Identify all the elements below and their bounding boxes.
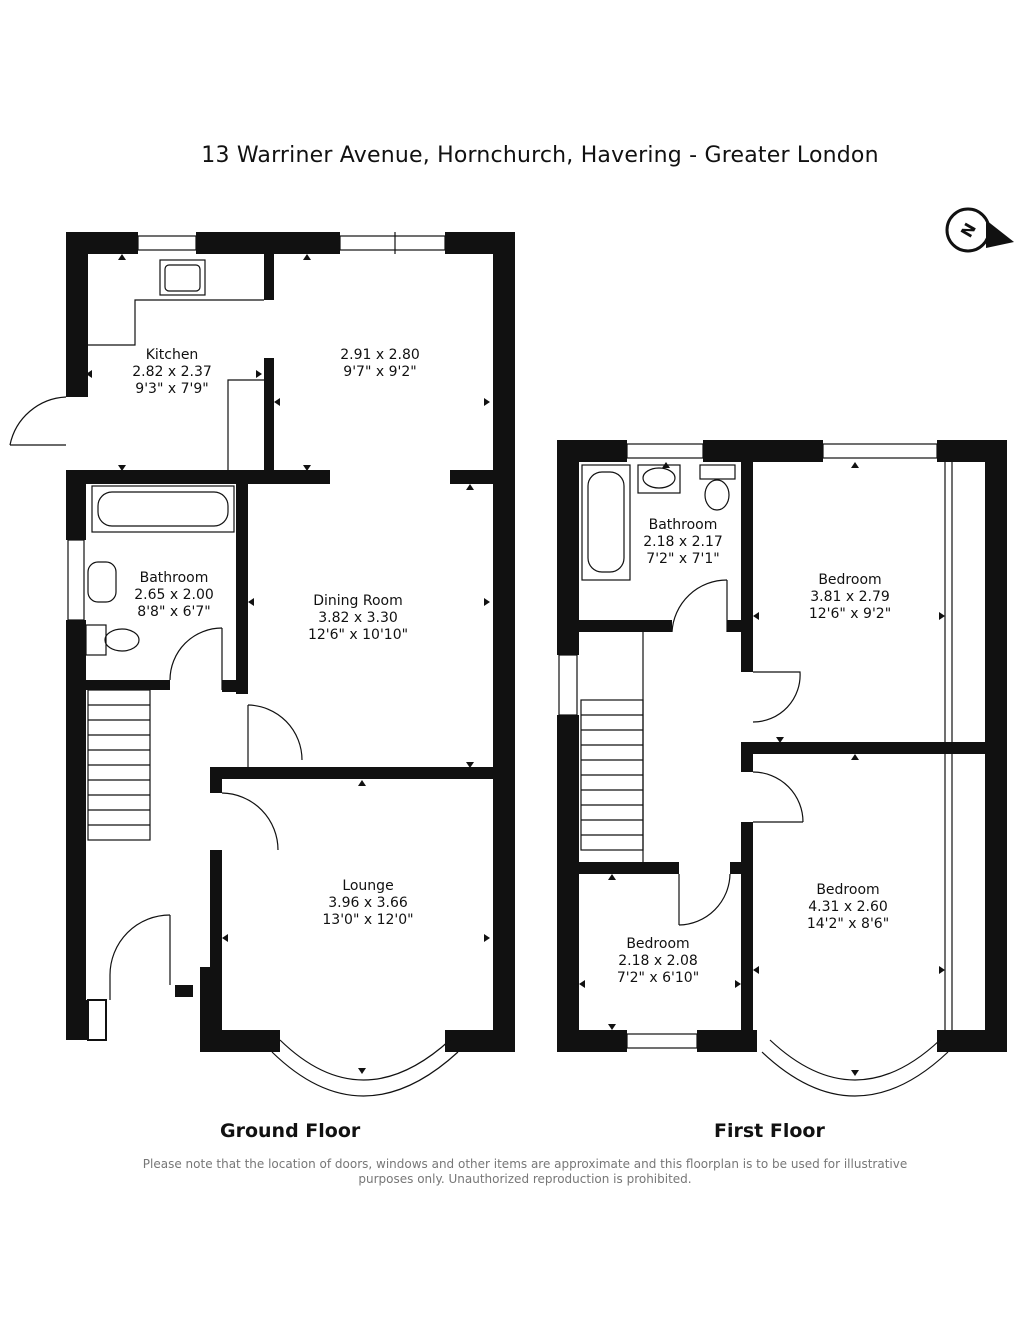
front-bedroom-name: Bedroom — [816, 882, 879, 898]
ff-bathroom-name: Bathroom — [649, 517, 718, 533]
compass-north-label: N — [957, 220, 980, 241]
first-floor-label: First Floor — [714, 1120, 825, 1142]
room-labels: Kitchen 2.82 x 2.37 9'3" x 7'9" 2.91 x 2… — [132, 347, 891, 986]
front-bedroom-imperial: 14'2" x 8'6" — [807, 916, 889, 932]
ff-bathroom-metric: 2.18 x 2.17 — [643, 534, 723, 550]
gf-bathroom-metric: 2.65 x 2.00 — [134, 587, 214, 603]
small-bedroom-name: Bedroom — [626, 936, 689, 952]
first-floor-fixtures — [558, 443, 953, 1097]
reception-metric: 2.91 x 2.80 — [340, 347, 420, 363]
rear-bedroom-metric: 3.81 x 2.79 — [810, 589, 890, 605]
kitchen-metric: 2.82 x 2.37 — [132, 364, 212, 380]
ground-floor-fixtures — [9, 232, 459, 1097]
gf-bathroom-imperial: 8'8" x 6'7" — [137, 604, 210, 620]
dining-name: Dining Room — [313, 593, 403, 609]
plan-title: 13 Warriner Avenue, Hornchurch, Havering… — [201, 143, 879, 168]
dimension-markers — [86, 254, 945, 1076]
dining-metric: 3.82 x 3.30 — [318, 610, 398, 626]
first-floor-plan — [557, 440, 1007, 1052]
kitchen-name: Kitchen — [146, 347, 199, 363]
lounge-name: Lounge — [342, 878, 393, 894]
kitchen-imperial: 9'3" x 7'9" — [135, 381, 208, 397]
ff-bathroom-imperial: 7'2" x 7'1" — [646, 551, 719, 567]
reception-imperial: 9'7" x 9'2" — [343, 364, 416, 380]
small-bedroom-imperial: 7'2" x 6'10" — [617, 970, 699, 986]
front-bedroom-metric: 4.31 x 2.60 — [808, 899, 888, 915]
dining-imperial: 12'6" x 10'10" — [308, 627, 408, 643]
rear-bedroom-imperial: 12'6" x 9'2" — [809, 606, 891, 622]
gf-bathroom-name: Bathroom — [140, 570, 209, 586]
ground-floor-plan — [66, 232, 515, 1052]
compass-icon: N — [945, 207, 1014, 253]
small-bedroom-metric: 2.18 x 2.08 — [618, 953, 698, 969]
rear-bedroom-name: Bedroom — [818, 572, 881, 588]
lounge-metric: 3.96 x 3.66 — [328, 895, 408, 911]
lounge-imperial: 13'0" x 12'0" — [322, 912, 413, 928]
ground-floor-label: Ground Floor — [220, 1120, 361, 1142]
disclaimer-text: Please note that the location of doors, … — [142, 1157, 908, 1186]
